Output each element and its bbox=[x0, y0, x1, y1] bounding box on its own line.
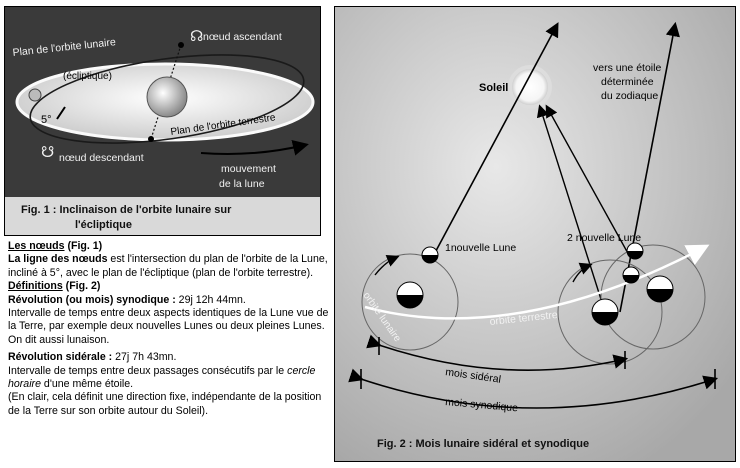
new-moon-1-label: 1nouvelle Lune bbox=[445, 242, 516, 254]
sidereal-description: Intervalle de temps entre deux passages … bbox=[8, 365, 330, 392]
sun-line-2 bbox=[545, 104, 631, 258]
sidereal-body-italic: cercle horaire bbox=[8, 364, 316, 391]
nodes-heading: Les nœuds bbox=[8, 240, 65, 252]
motion-label-line2: de la lune bbox=[219, 178, 265, 190]
lunar-motion-arrow-1 bbox=[374, 254, 400, 276]
star-direction-arrow-2 bbox=[619, 21, 680, 313]
fig2-caption: Fig. 2 : Mois lunaire sidéral et synodiq… bbox=[377, 438, 589, 450]
star-label-line2: déterminée bbox=[601, 76, 654, 88]
figure-1-panel: ☊ ☋ Plan de l'orbite lunaire (écliptique… bbox=[4, 6, 321, 236]
fig1-caption-line1: Fig. 1 : Inclinaison de l'orbite lunaire… bbox=[21, 204, 232, 216]
sun bbox=[508, 65, 552, 109]
moon-position-2-shadow bbox=[623, 275, 639, 283]
star-direction-arrow-1 bbox=[429, 22, 559, 263]
figure-1-diagram: ☊ ☋ Plan de l'orbite lunaire (écliptique… bbox=[5, 7, 320, 235]
synodic-label: Révolution (ou mois) synodique : bbox=[8, 293, 176, 306]
explanatory-text: Les nœuds (Fig. 1) La ligne des nœuds es… bbox=[8, 240, 330, 418]
star-label-line1: vers une étoile bbox=[593, 62, 661, 74]
star-label-line3: du zodiaque bbox=[601, 90, 658, 102]
synodic-description: Intervalle de temps entre deux aspects i… bbox=[8, 307, 329, 346]
synodic-month-span bbox=[348, 368, 719, 409]
lunar-motion-arrow-2 bbox=[572, 262, 593, 283]
sun-label: Soleil bbox=[479, 82, 508, 94]
angle-mark bbox=[56, 106, 66, 120]
lunar-orbit bbox=[29, 54, 305, 144]
synodic-value: 29j 12h 44mn. bbox=[175, 293, 246, 306]
moon-position-1-shadow bbox=[422, 255, 438, 263]
sidereal-body-1: Intervalle de temps entre deux passages … bbox=[8, 364, 288, 377]
sidereal-line: Révolution sidérale : 27j 7h 43mn. bbox=[8, 351, 330, 364]
figure-2-diagram: Soleil vers une étoile déterminée du zod… bbox=[335, 7, 735, 461]
lunar-orbit-circle-3 bbox=[600, 244, 706, 350]
definitions-heading-ref: (Fig. 2) bbox=[62, 280, 101, 293]
sidereal-body-2: d'une même étoile. bbox=[40, 378, 134, 391]
ascending-node-point bbox=[178, 42, 184, 48]
sidereal-label: Révolution sidérale : bbox=[8, 351, 113, 364]
synodic-line: Révolution (ou mois) synodique : 29j 12h… bbox=[8, 294, 330, 307]
nodes-body: est l'intersection du plan de l'orbite d… bbox=[8, 253, 328, 279]
earth-position-3-shadow bbox=[647, 289, 673, 302]
sidereal-note: (En clair, cela définit une direction fi… bbox=[8, 391, 322, 417]
sun-line-1 bbox=[536, 104, 606, 313]
earth-orbit bbox=[364, 244, 710, 320]
new-moon-2-label: 2 nouvelle Lune bbox=[567, 232, 641, 244]
inclination-angle-label: 5° bbox=[41, 114, 52, 126]
definitions-heading: Définitions bbox=[8, 280, 63, 293]
definitions-heading-line: Définitions (Fig. 2) bbox=[8, 280, 330, 293]
nodes-bold-term: La ligne des nœuds bbox=[8, 253, 108, 266]
descending-node-point bbox=[148, 136, 154, 142]
moon bbox=[28, 88, 42, 102]
moon-position-3-shadow bbox=[627, 251, 643, 259]
earth-position-1-shadow bbox=[397, 295, 423, 308]
lunar-motion-arrow bbox=[200, 140, 309, 156]
descending-node-icon: ☋ bbox=[41, 144, 54, 161]
descending-node-label: nœud descendant bbox=[59, 152, 144, 164]
motion-label-line1: mouvement bbox=[221, 163, 276, 175]
fig1-caption-line2: l'écliptique bbox=[75, 219, 132, 231]
nodes-heading-ref: (Fig. 1) bbox=[64, 240, 103, 252]
earth-position-2-shadow bbox=[592, 312, 618, 325]
sidereal-value: 27j 7h 43mn. bbox=[112, 351, 177, 364]
ascending-node-icon: ☊ bbox=[190, 28, 203, 45]
fig1-caption-band bbox=[5, 197, 320, 235]
earth bbox=[146, 76, 188, 118]
ascending-node-label: nœud ascendant bbox=[203, 31, 282, 43]
nodes-paragraph: La ligne des nœuds est l'intersection du… bbox=[8, 253, 330, 280]
nodes-heading-line: Les nœuds (Fig. 1) bbox=[8, 240, 330, 253]
figure-2-panel: Soleil vers une étoile déterminée du zod… bbox=[334, 6, 736, 462]
ecliptic-label: (écliptique) bbox=[63, 71, 112, 82]
